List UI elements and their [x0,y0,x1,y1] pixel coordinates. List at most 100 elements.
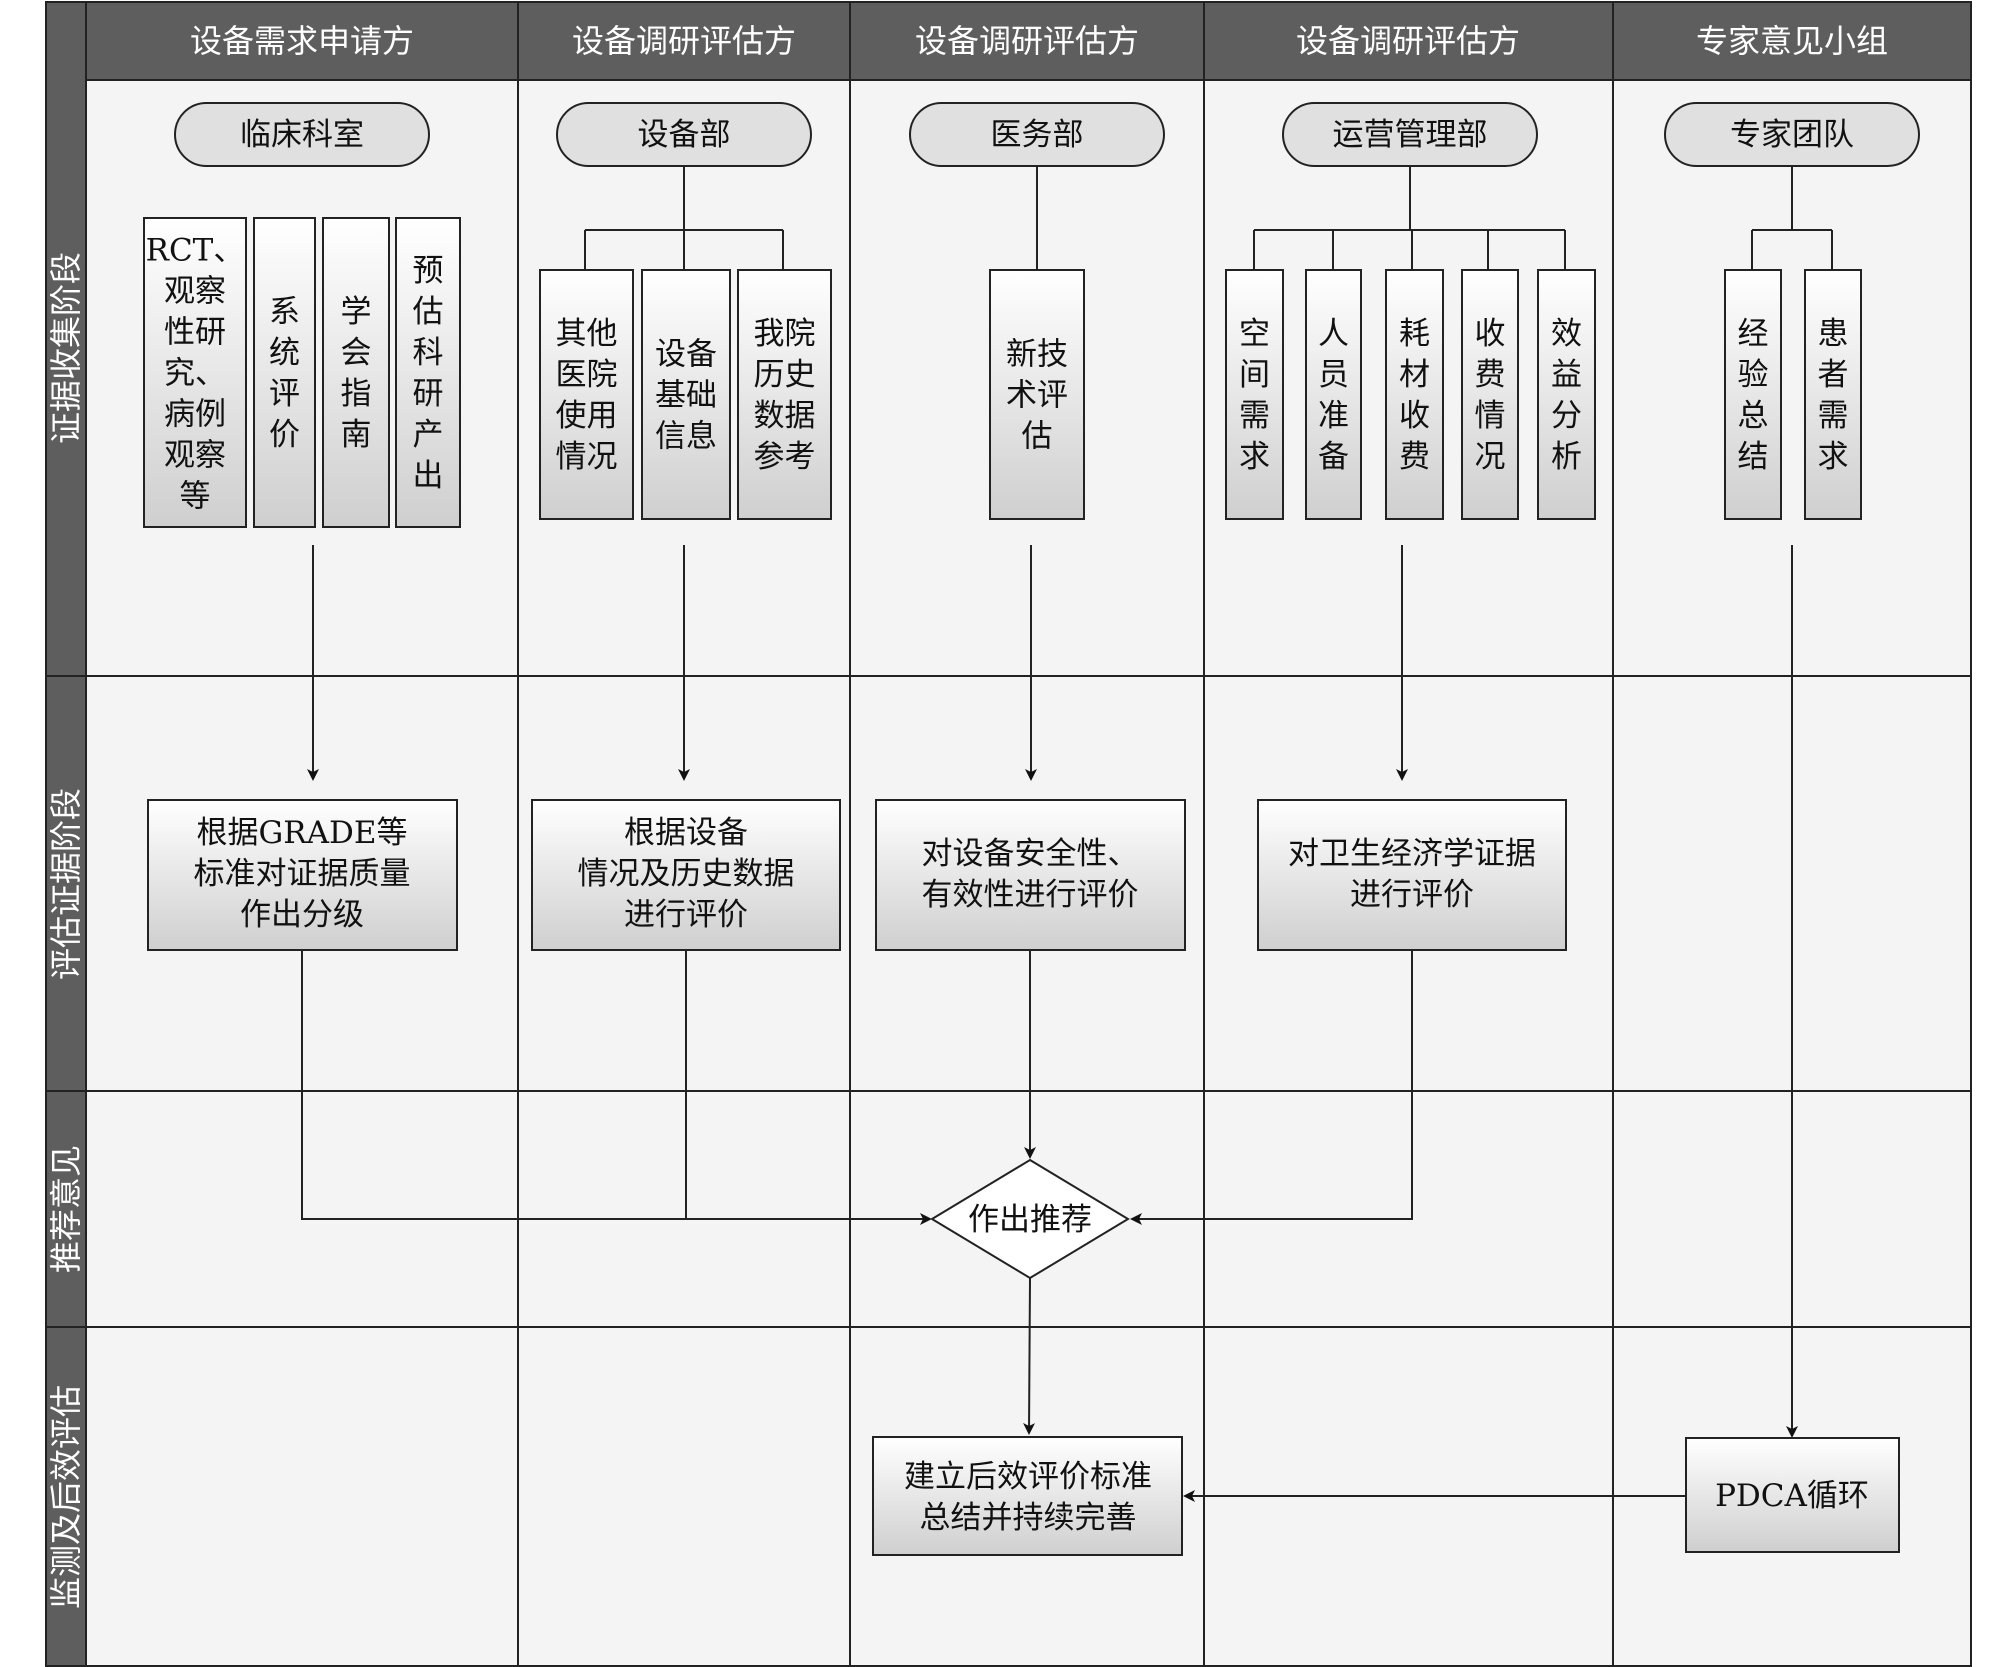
dept-equipment-label: 设备部 [638,117,731,153]
outcome-box: 建立后效评价标准 总结并持续完善 [872,1436,1183,1556]
dept-experts-label: 专家团队 [1730,117,1854,153]
assessment-safety: 对设备安全性、 有效性进行评价 [875,799,1186,951]
assessment-economics-line-2: 进行评价 [1350,877,1474,913]
assessment-economics: 对卫生经济学证据 进行评价 [1257,799,1567,951]
tree-connectors [584,166,1833,270]
evidence-box-operations-4-line-1: 收 [1475,316,1506,352]
evidence-box-operations-1-line-3: 需 [1239,398,1270,434]
assessment-equipment-line-3: 进行评价 [624,897,748,933]
evidence-box-equipment-1-line-1: 其他 [556,316,618,352]
evidence-box-operations-1-line-2: 间 [1239,357,1270,393]
assessment-to-decision-arrows [301,950,1413,1225]
evidence-box-clinical-4-line-5: 产 [413,417,444,453]
lane-dividers [517,2,1614,1666]
evidence-box-clinical-1-line-1: RCT、 [146,233,245,269]
lane-header-equipment: 设备调研评估方 [572,22,796,60]
evidence-box-clinical-4-line-1: 预 [413,253,444,289]
evidence-box-clinical-2-line-4: 价 [269,417,300,453]
evidence-box-experts-2-line-4: 求 [1818,439,1849,475]
evidence-box-experts-1-line-3: 总 [1738,398,1769,434]
dept-medical: 医务部 [909,102,1165,167]
evidence-box-operations-2-line-4: 备 [1318,439,1349,475]
stage-label-evidence-assessment: 评估证据阶段 [47,788,85,980]
assessment-safety-line-2: 有效性进行评价 [922,877,1139,913]
evidence-box-clinical-3-line-4: 南 [341,417,372,453]
evidence-box-operations-5-line-3: 分 [1551,398,1582,434]
evidence-box-operations-1-line-4: 求 [1239,439,1270,475]
evidence-box-operations-5-line-4: 析 [1551,439,1582,475]
decision-label: 作出推荐 [968,1202,1092,1238]
stage-label-evidence-collection: 证据收集阶段 [47,252,85,444]
evidence-to-assessment-arrows [307,545,1408,781]
decision-recommend: 作出推荐 [930,1158,1130,1280]
stage-label-monitoring: 监测及后效评估 [47,1385,85,1609]
lane-header-experts: 专家意见小组 [1696,22,1888,60]
evidence-box-clinical-4-line-6: 出 [413,458,444,494]
evidence-box-clinical-1-line-6: 观察 [164,438,226,474]
assessment-grade-line-3: 作出分级 [240,897,364,933]
assessment-grade-line-2: 标准对证据质量 [194,856,411,892]
assessment-equipment: 根据设备 情况及历史数据 进行评价 [531,799,841,951]
assessment-grade-line-1: 根据GRADE等 [197,815,408,851]
evidence-box-experts-2-line-3: 需 [1818,398,1849,434]
evidence-box-operations-2-line-3: 准 [1318,398,1349,434]
evidence-box-operations-3-line-4: 费 [1399,439,1430,475]
pdca-label: PDCA循环 [1715,1478,1869,1514]
evidence-box-experts-2-line-1: 患 [1818,316,1849,352]
evidence-box-medical-1-line-3: 估 [1022,419,1053,455]
evidence-box-clinical-3-line-1: 学 [341,294,372,330]
evidence-box-clinical-2-line-1: 系 [269,294,300,330]
evidence-box-operations-4-line-2: 费 [1475,357,1506,393]
evidence-box-experts-1-line-4: 结 [1738,439,1769,475]
evidence-box-operations-3-line-3: 收 [1399,398,1430,434]
dept-experts: 专家团队 [1664,102,1920,167]
evidence-box-experts-1-line-1: 经 [1738,316,1769,352]
stage-dividers [46,675,1971,1328]
evidence-box-equipment-3-line-1: 我院 [754,316,816,352]
evidence-box-operations-3-line-2: 材 [1399,357,1430,393]
dept-operations: 运营管理部 [1282,102,1538,167]
evidence-box-equipment-3-line-2: 历史 [754,357,816,393]
assessment-grade: 根据GRADE等 标准对证据质量 作出分级 [147,799,458,951]
outcome-line-2: 总结并持续完善 [920,1500,1137,1536]
evidence-box-operations-5-line-2: 益 [1551,357,1582,393]
assessment-economics-line-1: 对卫生经济学证据 [1288,836,1536,872]
dept-clinical-label: 临床科室 [240,117,364,153]
evidence-box-experts-2-line-2: 者 [1818,357,1849,393]
stage-label-recommendation: 推荐意见 [47,1145,85,1273]
evidence-box-medical-1-line-2: 术评 [1006,378,1068,414]
dept-operations-label: 运营管理部 [1333,117,1488,153]
evidence-box-clinical-1-line-7: 等 [180,479,211,515]
evidence-box-equipment-1-line-3: 使用 [556,398,618,434]
evidence-box-experts-1-line-2: 验 [1738,357,1769,393]
lane-header-bar [85,1,1972,81]
evidence-box-operations-4-line-3: 情 [1475,398,1506,434]
evidence-box-clinical-1-line-4: 究、 [164,356,226,392]
evidence-box-operations-4-line-4: 况 [1475,439,1506,475]
evidence-box-clinical-3-line-3: 指 [341,376,372,412]
evidence-box-operations-1-line-1: 空 [1239,316,1270,352]
lane-header-clinical: 设备需求申请方 [190,22,414,60]
evidence-box-clinical-4-line-2: 估 [413,294,444,330]
evidence-box-medical-1-line-1: 新技 [1006,337,1068,373]
evidence-box-operations-5-line-1: 效 [1551,316,1582,352]
evidence-boxes: RCT、观察性研究、病例观察等系统评价学会指南预估科研产出其他医院使用情况设备基… [143,217,1862,528]
evidence-box-operations-3-line-1: 耗 [1399,316,1430,352]
evidence-box-clinical-4-line-3: 科 [413,335,444,371]
assessment-equipment-line-2: 情况及历史数据 [578,856,795,892]
pdca-box: PDCA循环 [1685,1437,1900,1553]
outcome-line-1: 建立后效评价标准 [904,1459,1152,1495]
